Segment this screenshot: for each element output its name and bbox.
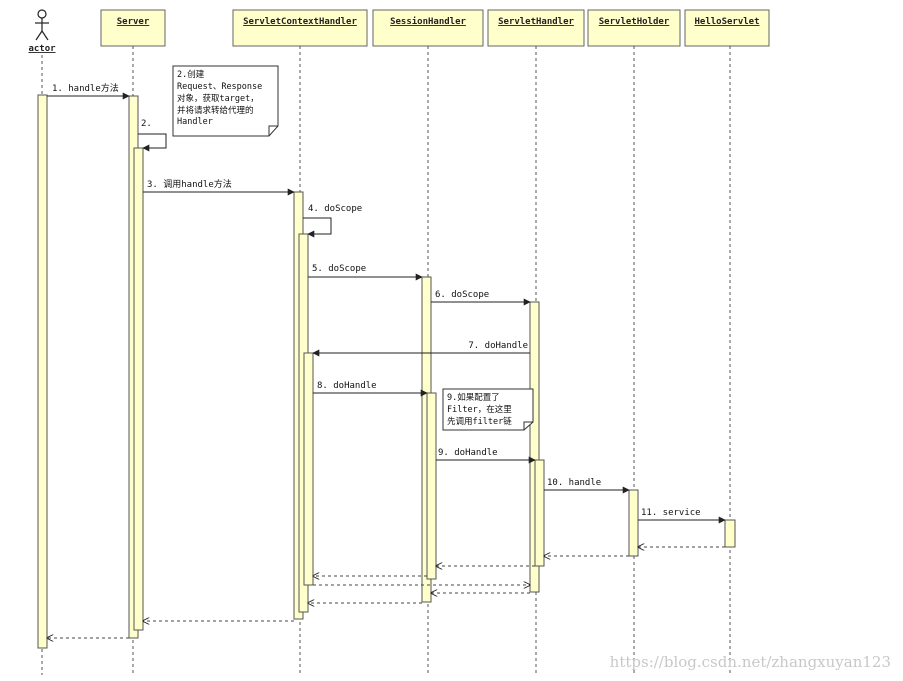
note-1-line-1: 2.创建 (177, 69, 205, 80)
message-label-6: 6. doScope (435, 290, 489, 300)
message-label-9: 9. doHandle (438, 448, 498, 458)
lifeline-header-servlet-handler: ServletHandler (487, 9, 585, 47)
message-arrows (47, 92, 726, 524)
message-label-1: 1. handle方法 (52, 82, 119, 94)
note-2-box (442, 388, 534, 431)
note-1-fold (268, 125, 278, 136)
lifeline-headers: Server ServletContextHandler SessionHand… (100, 9, 770, 47)
message-label-7: 7. doHandle (468, 341, 528, 351)
activation-hs (724, 519, 736, 548)
message-label-10: 10. handle (547, 478, 601, 488)
note-1-line-2: Request、Response (177, 82, 262, 92)
lifeline-header-session-handler: SessionHandler (372, 9, 484, 47)
watermark: https://blog.csdn.net/zhangxuyan123 (610, 653, 891, 671)
note-2: 9.如果配置了 Filter，在这里 先调用filter链 (442, 388, 534, 431)
lifeline-label-session-handler: SessionHandler (390, 16, 466, 27)
lifeline-header-hello-servlet: HelloServlet (684, 9, 770, 47)
note-2-line-2: Filter，在这里 (447, 404, 512, 415)
message-label-2: 2. (141, 119, 152, 129)
activation-actor (37, 94, 48, 649)
note-1-line-3: 对象，获取target， (177, 93, 259, 104)
lifeline-label-hello-servlet: HelloServlet (694, 17, 759, 27)
note-2-line-3: 先调用filter链 (447, 416, 512, 427)
arrow-2 (138, 133, 167, 152)
lifeline-label-servlet-context-handler: ServletContextHandler (243, 17, 357, 27)
message-label-4: 4. doScope (308, 204, 362, 214)
arrow-4 (303, 217, 332, 238)
message-label-8: 8. doHandle (317, 381, 377, 391)
activation-sho (628, 489, 639, 557)
note-1-line-4: 并将请求转给代理的 (177, 105, 254, 116)
activation-bars (37, 94, 736, 649)
message-label-5: 5. doScope (312, 264, 366, 274)
actor: actor (28, 9, 56, 54)
activation-svh-2 (534, 459, 545, 567)
return-arrows (47, 547, 725, 638)
lifeline-label-servlet-handler: ServletHandler (498, 17, 574, 27)
message-labels: 1. handle方法 2. 3. 调用handle方法 4. doScope … (52, 82, 701, 518)
note-1: 2.创建 Request、Response 对象，获取target， 并将请求转… (172, 65, 279, 137)
message-label-11: 11. service (641, 508, 701, 518)
activation-server-2 (133, 147, 144, 631)
lifeline-header-servlet-context-handler: ServletContextHandler (232, 9, 368, 47)
note-2-line-1: 9.如果配置了 (447, 392, 500, 403)
lifeline-label-servlet-holder: ServletHolder (599, 17, 670, 27)
activation-svh-1 (529, 301, 540, 593)
activation-sh-2 (426, 392, 437, 580)
lifeline-header-server: Server (100, 9, 166, 47)
actor-icon (35, 9, 49, 41)
actor-label: actor (28, 44, 56, 54)
note-1-box (172, 65, 279, 137)
activation-sch-3 (303, 352, 314, 586)
note-1-line-5: Handler (177, 117, 213, 127)
lifelines (41, 46, 731, 675)
lifeline-label-server: Server (117, 17, 150, 27)
lifeline-header-servlet-holder: ServletHolder (587, 9, 681, 47)
note-2-fold (523, 421, 533, 430)
message-label-3: 3. 调用handle方法 (147, 178, 232, 190)
